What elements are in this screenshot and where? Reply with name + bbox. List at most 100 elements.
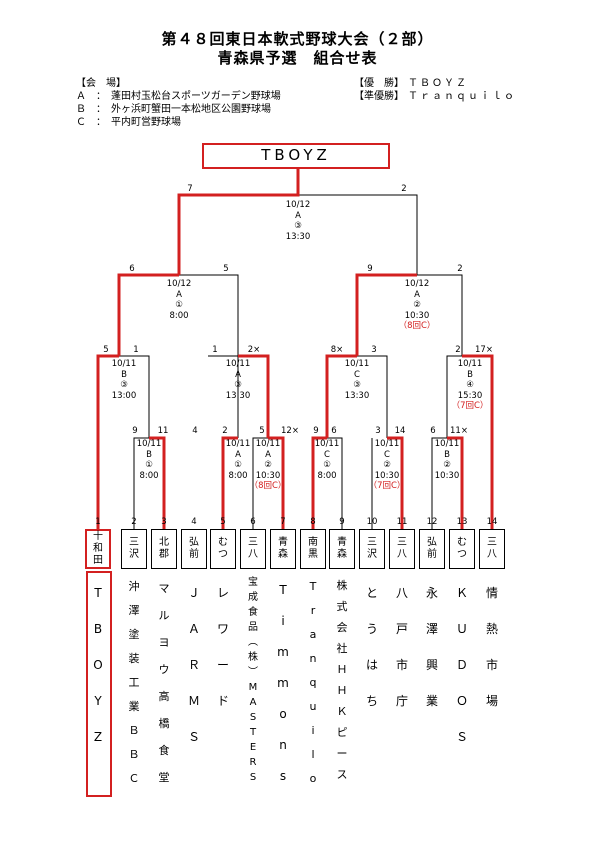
team-region-char: 八	[248, 549, 258, 560]
r1-4-info: 10/11 C ① 8:00	[297, 439, 357, 481]
r1-6-venue: B	[444, 449, 450, 460]
team-name-char: Ｓ	[187, 730, 200, 744]
team-name-char: マ	[158, 582, 170, 595]
r2-4-venue: B	[467, 369, 473, 380]
semi-2-score-left: 9	[367, 264, 373, 274]
team-name-char: 永	[425, 586, 438, 600]
team-region-char: 三	[397, 537, 407, 548]
team-name-char: T	[309, 580, 317, 593]
team-name-char: 市	[395, 658, 408, 672]
team-region-char: 三	[248, 537, 258, 548]
team-region-char: 前	[189, 549, 199, 560]
team-name: とうはち	[360, 575, 384, 719]
team-region-char: 前	[427, 549, 437, 560]
r1-2-score-right: 2	[222, 426, 228, 436]
team-name-char: 工	[128, 676, 140, 689]
team-name-char: q	[309, 676, 317, 689]
r2-4-score-left: 2	[455, 345, 461, 355]
team-region-char: 弘	[427, 537, 437, 548]
team-region-box: 三八	[389, 529, 415, 569]
r1-3-score-left: 5	[259, 426, 265, 436]
team-name-char: 八	[395, 586, 408, 600]
r1-5-score-right: 14	[394, 426, 406, 436]
r1-6-score-left: 6	[430, 426, 436, 436]
team-name-char: 品	[248, 622, 258, 633]
team-name-char: i	[281, 614, 285, 628]
r1-1-score-left: 9	[132, 426, 138, 436]
team-number: 7	[280, 517, 286, 527]
team-name-char: は	[365, 658, 378, 672]
team-name-char: Ｂ	[128, 748, 140, 761]
team-name-char: 高	[158, 690, 170, 703]
team-name-char: R	[249, 757, 257, 768]
r1-6-date: 10/11	[434, 439, 460, 449]
team-name-char: ワ	[216, 622, 229, 636]
r2-3-date: 10/11	[344, 359, 370, 369]
semi-2-info: 10/12 A ② 10:30 （8回C）	[387, 279, 447, 332]
team-name-char: Ｂ	[128, 724, 140, 737]
team-name: 情熱市場	[480, 575, 504, 719]
team-name-char: 堂	[158, 771, 170, 784]
team-region-char: 田	[93, 555, 103, 566]
team-name-char: 業	[128, 700, 140, 713]
team-name-char: 装	[128, 652, 140, 665]
r1-2-time: 8:00	[228, 470, 248, 481]
r1-5-number: ②	[383, 460, 391, 470]
runner-value: Ｔｒａｎｑｕｉｌｏ	[408, 91, 516, 102]
team-region-char: 三	[129, 537, 139, 548]
team-name-char: S	[249, 772, 257, 783]
team-name-char: ︵	[248, 637, 258, 648]
team-name: レワード	[211, 575, 235, 719]
champion-box: TBOYZ	[202, 143, 390, 169]
r1-1-info: 10/11 B ① 8:00	[119, 439, 179, 481]
team-region-box: 三沢	[121, 529, 147, 569]
team-region-char: 青	[278, 537, 288, 548]
r2-4-number: ④	[466, 380, 474, 390]
team-name-char: Ｋ	[336, 705, 348, 718]
team-name-char: i	[311, 724, 315, 737]
team-number: 6	[250, 517, 256, 527]
results-box: 【優 勝】ＴＢＯＹＺ 【準優勝】Ｔｒａｎｑｕｉｌｏ	[354, 77, 516, 103]
team-region-char: 北	[159, 537, 169, 548]
team-name-char: ス	[336, 768, 348, 781]
r1-2-venue: A	[235, 449, 241, 460]
r2-1-score-left: 5	[103, 345, 109, 355]
team-name-char: B	[93, 622, 103, 636]
team-region-char: 南	[308, 537, 318, 548]
r2-1-info: 10/11 B ③ 13:00	[94, 359, 154, 401]
team-name-char: 宝	[248, 577, 258, 588]
team-name-char: T	[94, 586, 102, 600]
team-name-char: a	[309, 628, 317, 641]
team-name-char: Ｊ	[187, 586, 200, 600]
team-name-char: 式	[336, 600, 348, 613]
r1-4-date: 10/11	[314, 439, 340, 449]
team-name-char: 市	[485, 658, 498, 672]
semi-1-info: 10/12 A ① 8:00	[149, 279, 209, 321]
final-info: 10/12 A ③ 13:30	[268, 200, 328, 242]
team-number: 10	[366, 517, 378, 527]
final-number: ③	[294, 221, 302, 231]
r1-5-date: 10/11	[374, 439, 400, 449]
team-name-char: m	[277, 676, 289, 690]
r2-4-time: 15:30	[457, 390, 483, 401]
team-name-char: Ｍ	[187, 694, 200, 708]
team-name-char: ー	[336, 747, 348, 760]
team-name-char: n	[309, 652, 317, 665]
final-date: 10/12	[285, 200, 311, 210]
r1-5-score-left: 3	[375, 426, 381, 436]
venue-list: 【会 場】 Ａ ： 蓬田村玉松台スポーツガーデン野球場 Ｂ ： 外ヶ浜町蟹田一本…	[76, 77, 281, 129]
final-venue: A	[295, 210, 301, 221]
team-name-char: 会	[336, 621, 348, 634]
final-time: 13:30	[285, 231, 311, 242]
team-name-char: E	[249, 742, 257, 753]
team-name-char: Z	[93, 730, 103, 744]
team-name-char: 食	[158, 744, 170, 757]
team-name-char: ピ	[336, 726, 348, 739]
team-name-char: 情	[485, 586, 498, 600]
r1-2-info: 10/11 A ① 8:00	[208, 439, 268, 481]
team-name-char: 食	[248, 607, 258, 618]
team-region-char: 八	[397, 549, 407, 560]
